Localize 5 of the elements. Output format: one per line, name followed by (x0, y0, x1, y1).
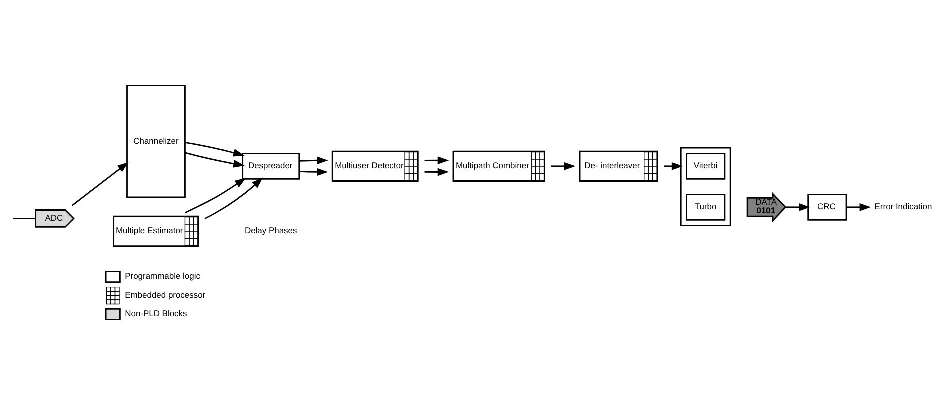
legend-label: Embedded processor (125, 289, 206, 300)
label: Delay Phases (244, 225, 298, 236)
legend-label: Non-PLD Blocks (125, 308, 188, 318)
node-text: Error Indication (874, 201, 932, 212)
legend-label: Programmable logic (125, 270, 200, 281)
